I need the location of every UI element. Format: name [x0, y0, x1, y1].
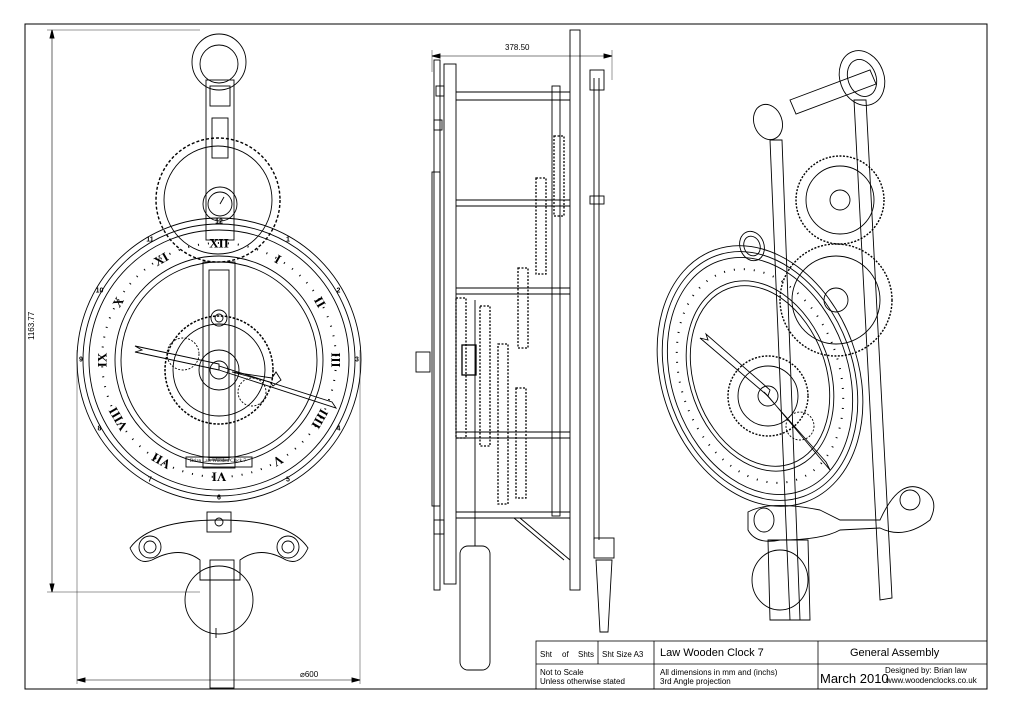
of-label: of: [562, 650, 569, 659]
dial-hour-number: 12: [215, 218, 223, 226]
shts-label: Shts: [578, 650, 595, 659]
front-view: [47, 29, 362, 689]
dial-hour-number: 9: [79, 356, 83, 364]
dial-hour-number: 10: [95, 287, 104, 295]
dial-hour-number: 8: [97, 425, 102, 433]
drawing-title: Law Wooden Clock 7: [660, 647, 764, 659]
note-unless: Unless otherwise stated: [540, 677, 625, 686]
note-projection: 3rd Angle projection: [660, 677, 731, 686]
drawing-date: March 2010: [820, 671, 889, 686]
drawing-name: General Assembly: [850, 647, 940, 659]
dial-hour-number: 4: [336, 425, 341, 433]
designer-credit: Designed by: Brian law: [885, 666, 967, 675]
isometric-view: [656, 50, 935, 621]
width-dimension-side: 378.50: [505, 43, 530, 52]
dial-hour-number: 11: [146, 236, 154, 244]
diameter-dimension: ⌀600: [300, 670, 319, 679]
dial-hour-number: 1: [286, 236, 290, 244]
sht-label: Sht: [540, 650, 553, 659]
website: www.woodenclocks.co.uk: [886, 676, 977, 685]
height-dimension: 1163.77: [27, 311, 36, 340]
dial-hour-number: 3: [355, 356, 359, 364]
title-block: [535, 640, 988, 690]
note-scale: Not to Scale: [540, 668, 584, 677]
dial-hour-number: 7: [148, 476, 152, 483]
dial-numeral: VI: [211, 469, 227, 485]
dial-hour-number: 2: [336, 287, 341, 295]
dial-numeral: III: [328, 352, 344, 368]
sheet-size-label: Sht Size A3: [602, 650, 644, 659]
dial-numeral: XII: [209, 235, 229, 251]
note-dimensions: All dimensions in mm and (inchs): [660, 668, 778, 677]
side-view: [415, 29, 615, 671]
dial-hour-number: 5: [286, 476, 290, 483]
sheet-border: [24, 23, 988, 690]
dial-hour-number: 6: [217, 494, 221, 502]
maker-mark: Brian Law Wooden Clock 7: [190, 459, 246, 464]
dial-numeral: IX: [94, 352, 110, 368]
